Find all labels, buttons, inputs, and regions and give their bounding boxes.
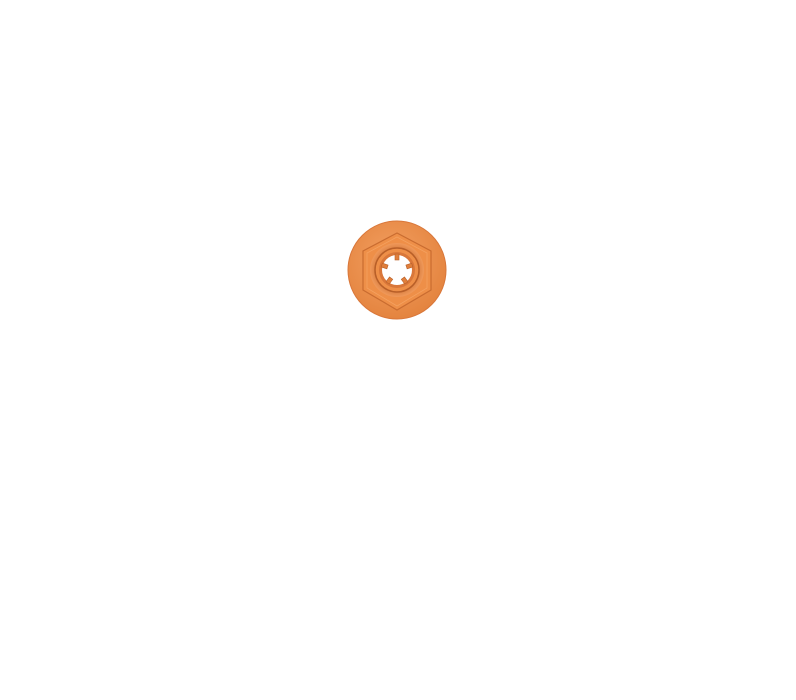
flange-nut-model[interactable] bbox=[346, 219, 448, 321]
hex-inner-edge bbox=[366, 236, 428, 307]
locking-teeth bbox=[380, 253, 414, 285]
